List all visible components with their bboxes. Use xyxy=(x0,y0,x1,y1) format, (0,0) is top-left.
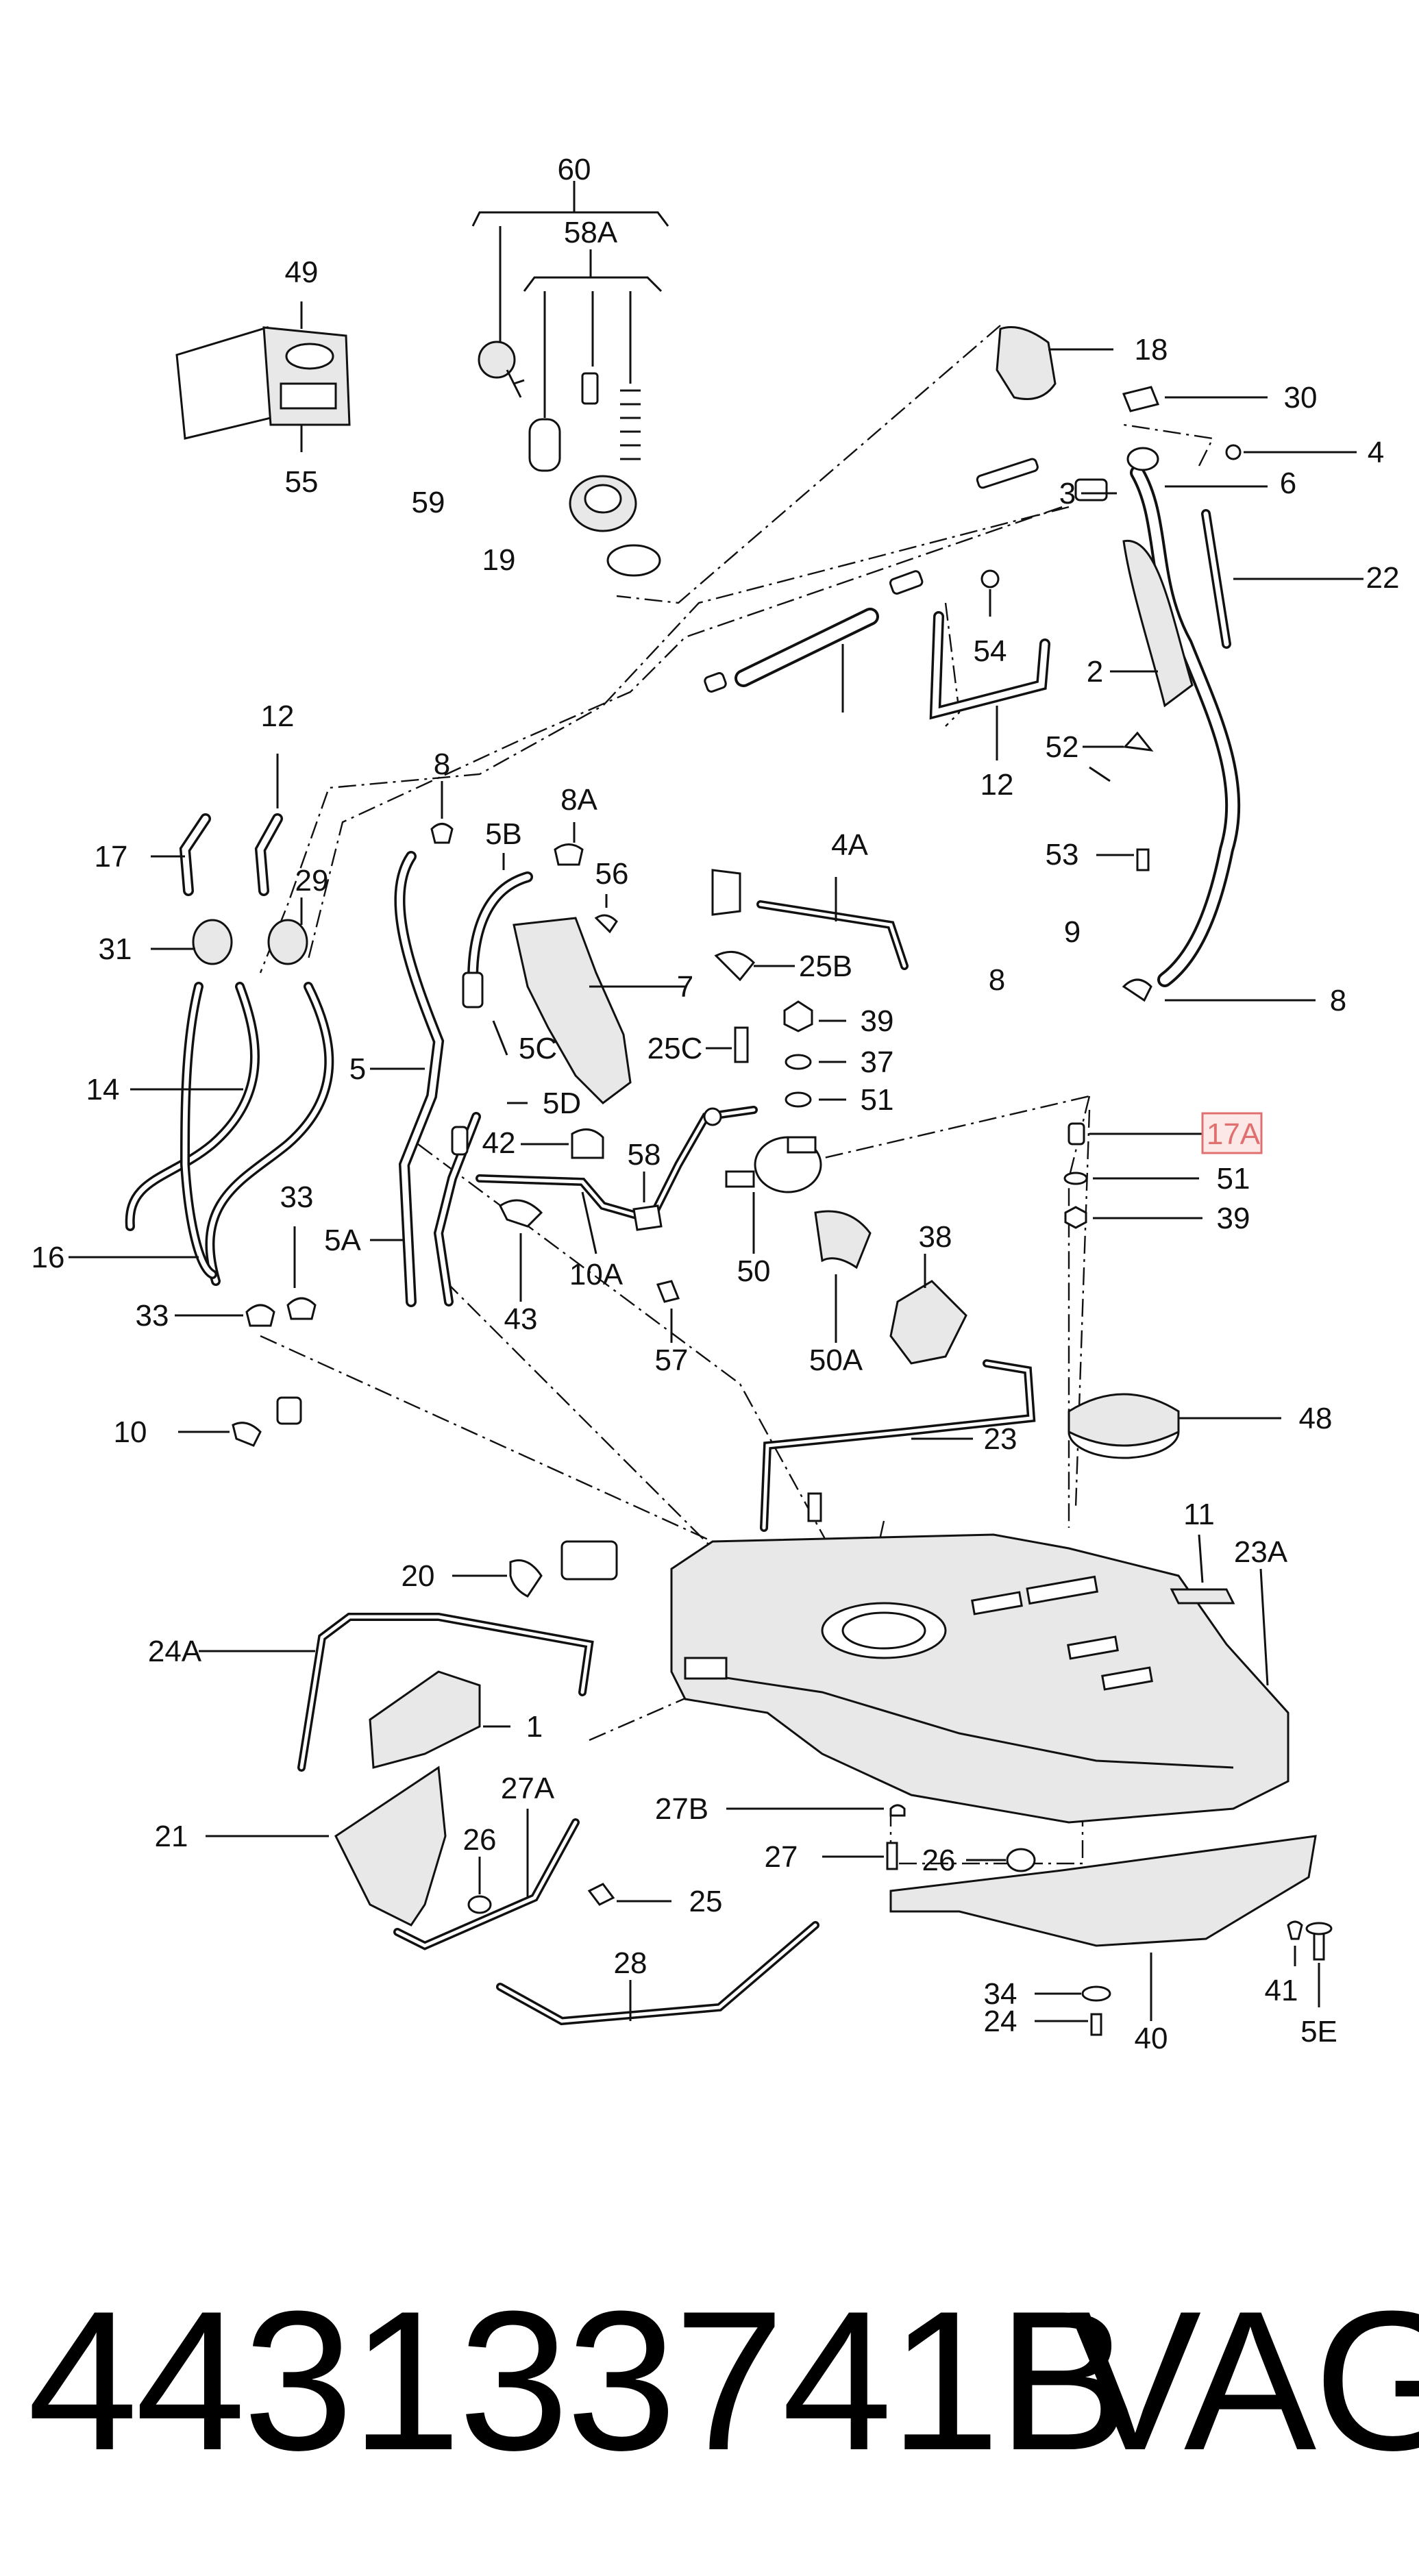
label-21-right: 26 xyxy=(922,1844,956,1877)
label-24A: 1 xyxy=(526,1710,543,1744)
label-27A: 27B xyxy=(655,1792,708,1826)
highlight-box-32 xyxy=(1201,1112,1263,1154)
brand-name: VAG xyxy=(1069,2270,1419,2492)
label-24: 40 xyxy=(1135,2022,1168,2055)
label-52: 52 xyxy=(1046,730,1079,764)
label-8-mid: 8 xyxy=(989,963,1005,997)
label-27: 25 xyxy=(689,1885,723,1918)
part-number: 443133741B xyxy=(27,2270,1130,2492)
label-plate xyxy=(1170,1534,1235,1605)
label-58A: 58A xyxy=(564,216,618,249)
label-33-lower: 33 xyxy=(136,1299,169,1333)
label-48: 20 xyxy=(402,1559,435,1593)
label-5A: 5A xyxy=(324,1224,361,1257)
label-50A: 50A xyxy=(809,1343,863,1377)
label-17A: 10 xyxy=(114,1415,147,1449)
label-40: 41 xyxy=(1265,1974,1298,2007)
label-25B: 25B xyxy=(799,950,852,983)
label-19: 19 xyxy=(482,543,516,577)
callout-labels: 60 58A 49 55 59 19 18 30 4 3 6 22 54 2 5… xyxy=(32,153,1400,2055)
label-7: 7 xyxy=(677,970,693,1004)
label-23: 48 xyxy=(1299,1402,1333,1435)
label-5C: 5C xyxy=(519,1032,557,1065)
label-25: 28 xyxy=(614,1946,647,1980)
label-18: 18 xyxy=(1135,333,1168,367)
label-51-lower: 51 xyxy=(1217,1162,1250,1196)
label-8A: 8A xyxy=(560,783,597,817)
label-50: 50 xyxy=(737,1254,771,1288)
label-8-left: 8 xyxy=(434,747,450,781)
label-43: 43 xyxy=(504,1302,538,1336)
label-29: 29 xyxy=(295,864,329,897)
label-27B: 27 xyxy=(765,1840,798,1874)
label-4A: 4A xyxy=(831,828,868,862)
label-57: 57 xyxy=(655,1343,689,1377)
label-10: 23 xyxy=(984,1422,1017,1456)
lower-left-connectors xyxy=(178,1396,618,1772)
sender-unit xyxy=(1068,1393,1281,1459)
label-10A: 10A xyxy=(569,1258,624,1291)
label-41: 5E xyxy=(1300,2015,1337,2048)
label-5B: 5B xyxy=(485,817,522,851)
label-6: 6 xyxy=(1280,467,1296,500)
label-4: 4 xyxy=(1368,436,1384,469)
label-8-right: 8 xyxy=(1330,984,1346,1017)
label-26: 27A xyxy=(501,1772,555,1805)
key-cap xyxy=(478,340,516,379)
label-49: 49 xyxy=(285,256,319,289)
label-32: 17A xyxy=(1207,1117,1261,1151)
label-14: 14 xyxy=(86,1073,120,1106)
breather-hoses xyxy=(704,458,1050,760)
label-1: 23A xyxy=(1234,1535,1288,1569)
label-51-upper: 51 xyxy=(861,1083,894,1117)
label-53: 53 xyxy=(1046,838,1079,871)
label-23A: 21 xyxy=(155,1820,188,1853)
label-12-left: 12 xyxy=(261,699,295,733)
label-16: 16 xyxy=(32,1241,65,1274)
label-30: 30 xyxy=(1284,381,1318,414)
label-22: 22 xyxy=(1366,561,1400,595)
fuel-cap-assembly xyxy=(471,181,669,577)
label-20: 11 xyxy=(1183,1498,1215,1531)
bracket-and-clips xyxy=(513,869,909,1108)
right-fittings xyxy=(1063,1112,1263,1229)
label-37: 37 xyxy=(861,1045,894,1079)
label-25C: 25C xyxy=(647,1032,703,1065)
label-17: 17 xyxy=(95,840,128,874)
label-59: 59 xyxy=(412,486,445,519)
label-39-lower: 39 xyxy=(1217,1202,1250,1235)
label-5: 5 xyxy=(349,1052,366,1086)
label-38: 38 xyxy=(919,1220,952,1254)
label-58: 58 xyxy=(628,1138,661,1172)
label-11: 24A xyxy=(148,1635,202,1668)
fuel-filter-area xyxy=(476,1106,1036,1532)
label-12-right: 12 xyxy=(980,768,1014,802)
label-3: 3 xyxy=(1059,477,1076,510)
label-31: 31 xyxy=(99,932,132,966)
label-21-left: 26 xyxy=(463,1823,497,1857)
label-56: 56 xyxy=(595,857,629,891)
label-33-upper: 33 xyxy=(280,1180,314,1214)
label-60: 60 xyxy=(558,153,591,186)
label-28: 34 xyxy=(984,1977,1017,2011)
straps-and-shields xyxy=(206,1670,1333,2036)
fuel-tank xyxy=(670,1533,1290,1824)
parts-diagram: 60 58A 49 55 59 19 18 30 4 3 6 22 54 2 5… xyxy=(32,153,1400,2055)
label-2: 2 xyxy=(1087,655,1103,689)
fuel-door xyxy=(175,301,351,452)
label-34: 24 xyxy=(984,2005,1017,2038)
vent-lines xyxy=(69,754,584,1327)
filler-neck xyxy=(996,326,1364,1002)
label-54: 54 xyxy=(974,634,1007,668)
footer: 443133741B VAG xyxy=(0,2268,1419,2576)
label-5D: 5D xyxy=(543,1087,581,1120)
label-39-upper: 39 xyxy=(861,1004,894,1038)
label-9: 9 xyxy=(1064,915,1081,949)
label-55: 55 xyxy=(285,465,319,499)
label-42: 42 xyxy=(482,1126,516,1160)
